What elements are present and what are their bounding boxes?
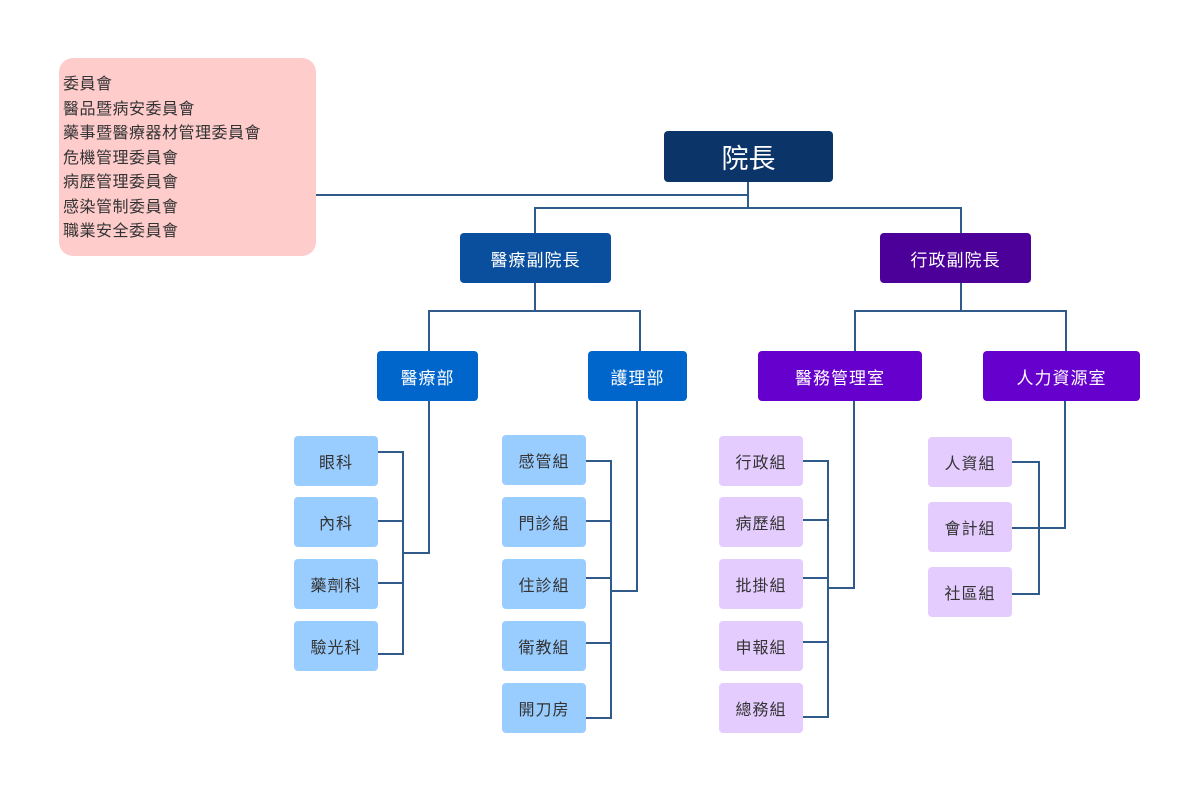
committee-item: 委員會 — [63, 74, 113, 93]
node-inpatient[interactable]: 住診組 — [502, 559, 586, 609]
committee-item: 醫品暨病安委員會 — [63, 98, 196, 118]
node-vp-medical[interactable]: 醫療副院長 — [460, 233, 611, 283]
node-community[interactable]: 社區組 — [928, 567, 1012, 617]
committee-item: 藥事暨醫療器材管理委員會 — [63, 123, 262, 142]
node-outpatient[interactable]: 門診組 — [502, 497, 586, 547]
node-optometry[interactable]: 驗光科 — [294, 621, 378, 671]
node-operating-room[interactable]: 開刀房 — [502, 683, 586, 733]
node-president[interactable]: 院長 — [664, 131, 833, 182]
connector-dept-nursing — [586, 401, 638, 719]
node-registration[interactable]: 批掛組 — [719, 559, 803, 609]
connector-dept-medical — [378, 401, 430, 655]
node-dept-medical[interactable]: 醫療部 — [377, 351, 478, 401]
node-administration[interactable]: 行政組 — [719, 436, 803, 486]
connector-root-vps — [534, 182, 962, 233]
node-infection-control[interactable]: 感管組 — [502, 435, 586, 485]
node-ophthalmology[interactable]: 眼科 — [294, 436, 378, 486]
node-human-resources[interactable]: 人資組 — [928, 437, 1012, 487]
node-pharmacy[interactable]: 藥劑科 — [294, 559, 378, 609]
node-dept-hr[interactable]: 人力資源室 — [983, 351, 1140, 401]
committee-box[interactable]: 委員會 醫品暨病安委員會 藥事暨醫療器材管理委員會 危機管理委員會 病歷管理委員… — [59, 58, 316, 256]
connector-dept-hr — [1012, 401, 1066, 595]
node-dept-nursing[interactable]: 護理部 — [588, 351, 687, 401]
connector-vp-medical-depts — [428, 283, 641, 351]
node-claims[interactable]: 申報組 — [719, 621, 803, 671]
node-accounting[interactable]: 會計組 — [928, 502, 1012, 552]
node-medical-records[interactable]: 病歷組 — [719, 497, 803, 547]
node-internal-medicine[interactable]: 內科 — [294, 497, 378, 547]
node-health-education[interactable]: 衛教組 — [502, 621, 586, 671]
committee-item: 感染管制委員會 — [63, 196, 179, 216]
node-general-affairs[interactable]: 總務組 — [719, 683, 803, 733]
connector-vp-admin-depts — [854, 283, 1067, 351]
committee-item: 職業安全委員會 — [63, 221, 179, 240]
node-dept-med-affairs[interactable]: 醫務管理室 — [758, 351, 922, 401]
node-vp-admin[interactable]: 行政副院長 — [880, 233, 1031, 283]
committee-item: 病歷管理委員會 — [63, 172, 179, 191]
connector-dept-med-affairs — [803, 401, 855, 718]
committee-item: 危機管理委員會 — [63, 147, 179, 167]
